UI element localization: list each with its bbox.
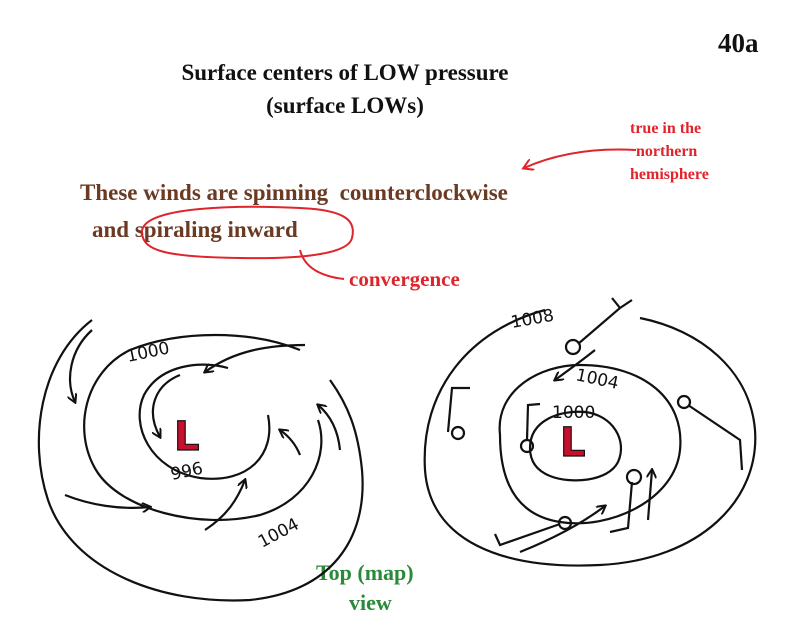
right-isobar-label-1008: 1008 <box>509 306 555 333</box>
isobar-1004 <box>498 363 682 525</box>
wind-arrow-right-1 <box>555 349 596 380</box>
right-low-map <box>423 297 757 567</box>
wind-barb-5-station <box>625 468 643 486</box>
wind-arrow-6 <box>204 480 245 531</box>
hemisphere-note: true in the northern hemisphere <box>630 117 709 186</box>
wind-barb-1 <box>446 386 470 433</box>
left-isobar-label-996: 996 <box>169 459 205 485</box>
wind-barb-4 <box>687 404 744 471</box>
wind-arrow-2 <box>205 343 306 372</box>
wind-arrow-3 <box>153 373 181 437</box>
left-low-center-letter: L <box>174 414 200 460</box>
note-line-1: true in the <box>630 120 702 137</box>
winds-prefix: and <box>92 217 135 242</box>
right-isobar-label-1004: 1004 <box>574 365 620 394</box>
wind-arrow-4 <box>318 405 342 451</box>
wind-barb-3-station <box>564 338 582 356</box>
right-low-center-letter: L <box>560 420 586 466</box>
isobar-middle <box>83 333 323 522</box>
wind-arrow-right-3 <box>648 470 652 521</box>
convergence-pointer <box>299 249 345 280</box>
wind-arrow-5 <box>64 493 150 508</box>
wind-arrow-1 <box>70 329 93 402</box>
wind-arrow-7 <box>280 430 302 456</box>
wind-barb-4-station <box>676 394 692 410</box>
highlight-ellipse <box>140 205 354 260</box>
wind-barb-6-station <box>557 515 573 531</box>
wind-barb-2 <box>525 402 541 441</box>
wind-barb-1-station <box>450 425 466 441</box>
isobar-outer <box>37 319 364 602</box>
view-label-line2: view <box>349 590 392 615</box>
page-number: 40a <box>718 28 759 58</box>
convergence-label: convergence <box>349 267 460 291</box>
left-isobar-label-1000: 1000 <box>125 338 171 367</box>
wind-barb-6 <box>493 522 561 547</box>
wind-barb-3 <box>577 297 633 345</box>
page-title: Surface centers of LOW pressure <box>181 60 509 85</box>
page-subtitle: (surface LOWs) <box>266 93 424 118</box>
isobar-1008 <box>423 308 757 567</box>
wind-arrow-right-2 <box>519 506 605 554</box>
note-line-3: hemisphere <box>630 166 709 183</box>
left-isobar-label-1004: 1004 <box>255 514 303 552</box>
wind-barb-5 <box>609 481 634 534</box>
wind-barb-2-station <box>519 438 535 454</box>
note-line-2: northern <box>636 143 698 160</box>
isobar-1000 <box>528 410 623 482</box>
winds-statement-line1: These winds are spinning counterclockwis… <box>80 180 508 205</box>
note-arrow <box>524 148 637 168</box>
right-isobar-label-1000: 1000 <box>552 403 595 423</box>
isobar-inner <box>138 363 271 480</box>
left-low-map <box>37 319 364 602</box>
